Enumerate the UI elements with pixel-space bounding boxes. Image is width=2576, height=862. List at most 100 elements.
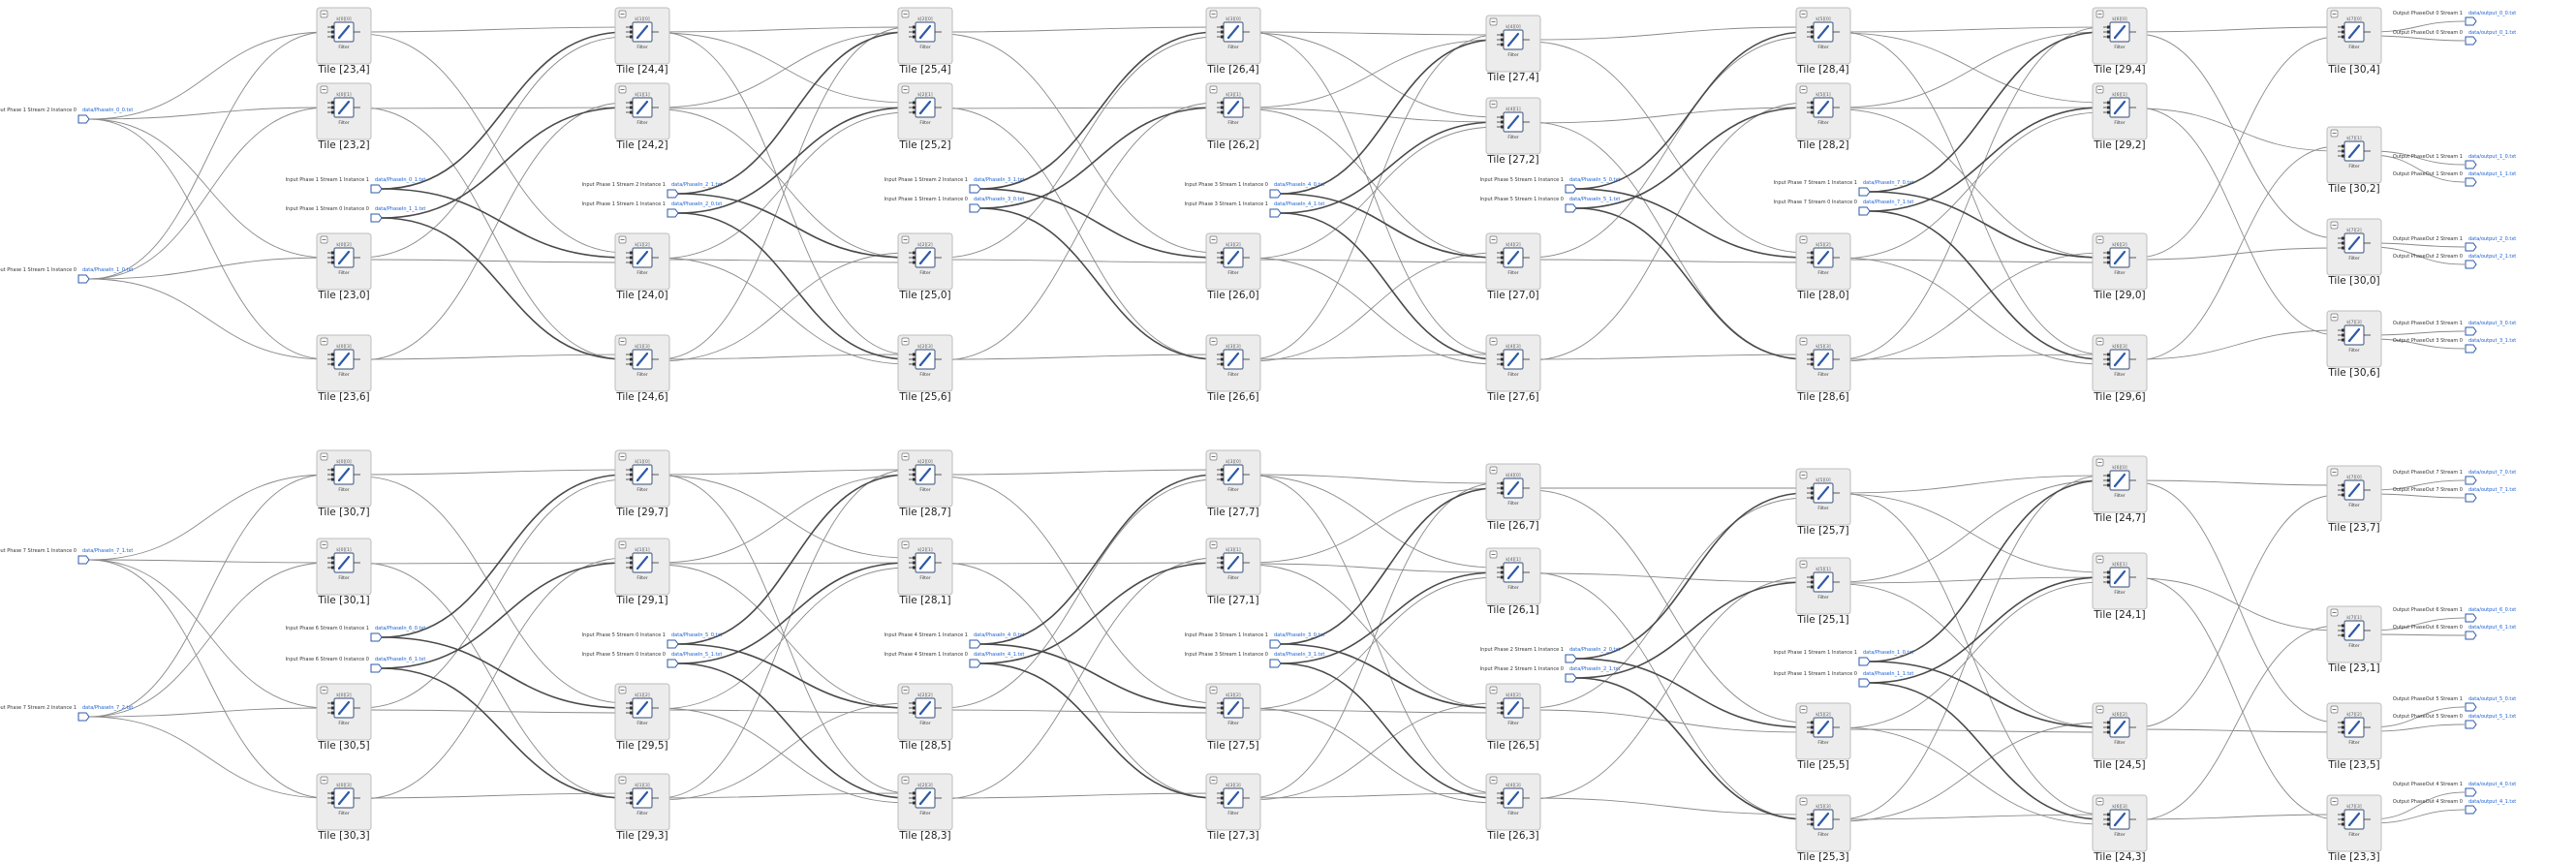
tile[interactable]: k[0][2]FilterTile [23,0] (316, 232, 372, 301)
input-port[interactable]: Input Phase 7 Stream 1 Instance 1data/Ph… (1774, 180, 1914, 197)
tile[interactable]: k[7][0]FilterTile [30,4] (2326, 7, 2382, 76)
output-port[interactable]: Output PhaseOut 1 Stream 0data/output_1_… (2393, 171, 2516, 187)
input-port[interactable]: Input Phase 1 Stream 1 Instance 0data/Ph… (0, 267, 133, 284)
input-port[interactable]: Input Phase 2 Stream 1 Instance 0data/Ph… (1480, 666, 1621, 683)
tile[interactable]: k[7][2]FilterTile [30,0] (2326, 218, 2382, 287)
tile[interactable]: k[2][0]FilterTile [25,4] (897, 7, 953, 76)
tile[interactable]: k[4][3]FilterTile [26,3] (1485, 773, 1541, 842)
output-port[interactable]: Output PhaseOut 4 Stream 0data/output_4_… (2393, 799, 2516, 815)
tile[interactable]: k[1][2]FilterTile [29,5] (614, 683, 670, 752)
output-port[interactable]: Output PhaseOut 7 Stream 0data/output_7_… (2393, 487, 2516, 503)
tile[interactable]: k[7][1]FilterTile [30,2] (2326, 126, 2382, 195)
tile[interactable]: k[4][2]FilterTile [26,5] (1485, 683, 1541, 752)
output-port[interactable]: Output PhaseOut 1 Stream 1data/output_1_… (2393, 154, 2516, 169)
output-port[interactable]: Output PhaseOut 3 Stream 0data/output_3_… (2393, 338, 2516, 354)
input-port[interactable]: Input Phase 2 Stream 1 Instance 1data/Ph… (1480, 647, 1621, 663)
output-port[interactable]: Output PhaseOut 0 Stream 0data/output_0_… (2393, 30, 2516, 46)
tile[interactable]: k[5][3]FilterTile [25,3] (1795, 794, 1851, 862)
input-port[interactable]: Input Phase 1 Stream 1 Instance 0data/Ph… (1774, 671, 1914, 688)
tile[interactable]: k[5][1]FilterTile [25,1] (1795, 557, 1851, 626)
input-port[interactable]: Input Phase 4 Stream 1 Instance 0data/Ph… (885, 652, 1025, 668)
tile[interactable]: k[1][2]FilterTile [24,0] (614, 232, 670, 301)
input-port[interactable]: Input Phase 4 Stream 1 Instance 1data/Ph… (885, 632, 1025, 649)
tile[interactable]: k[1][3]FilterTile [29,3] (614, 773, 670, 842)
input-port[interactable]: Input Phase 1 Stream 1 Instance 1data/Ph… (1774, 650, 1914, 666)
tile[interactable]: k[3][1]FilterTile [26,2] (1205, 82, 1261, 151)
tile[interactable]: k[7][0]FilterTile [23,7] (2326, 465, 2382, 534)
tile[interactable]: k[3][3]FilterTile [26,6] (1205, 334, 1261, 403)
input-port[interactable]: Input Phase 3 Stream 1 Instance 1data/Ph… (1185, 632, 1325, 649)
tile[interactable]: k[3][2]FilterTile [26,0] (1205, 232, 1261, 301)
output-port[interactable]: Output PhaseOut 4 Stream 1data/output_4_… (2393, 782, 2516, 797)
tile[interactable]: k[1][1]FilterTile [29,1] (614, 538, 670, 606)
tile[interactable]: k[2][0]FilterTile [28,7] (897, 449, 953, 518)
input-port[interactable]: Input Phase 5 Stream 0 Instance 0data/Ph… (582, 652, 723, 668)
input-port[interactable]: Input Phase 5 Stream 0 Instance 1data/Ph… (582, 632, 723, 649)
tile[interactable]: k[5][0]FilterTile [25,7] (1795, 468, 1851, 537)
tile[interactable]: k[0][1]FilterTile [23,2] (316, 82, 372, 151)
tile[interactable]: k[6][2]FilterTile [24,5] (2092, 702, 2148, 771)
tile[interactable]: k[0][0]FilterTile [30,7] (316, 449, 372, 518)
tile[interactable]: k[4][2]FilterTile [27,0] (1485, 232, 1541, 301)
tile[interactable]: k[7][1]FilterTile [23,1] (2326, 605, 2382, 674)
input-port[interactable]: Input Phase 3 Stream 1 Instance 0data/Ph… (1185, 182, 1325, 199)
tile[interactable]: k[3][3]FilterTile [27,3] (1205, 773, 1261, 842)
output-port[interactable]: Output PhaseOut 2 Stream 0data/output_2_… (2393, 254, 2516, 269)
tile[interactable]: k[7][3]FilterTile [23,3] (2326, 794, 2382, 862)
tile[interactable]: k[1][0]FilterTile [24,4] (614, 7, 670, 76)
tile[interactable]: k[6][0]FilterTile [29,4] (2092, 7, 2148, 76)
tile[interactable]: k[7][2]FilterTile [23,5] (2326, 702, 2382, 771)
input-port[interactable]: Input Phase 1 Stream 0 Instance 0data/Ph… (286, 206, 426, 223)
input-port[interactable]: Input Phase 1 Stream 1 Instance 0data/Ph… (885, 197, 1025, 213)
input-port[interactable]: Input Phase 6 Stream 0 Instance 1data/Ph… (286, 626, 426, 642)
tile[interactable]: k[6][0]FilterTile [24,7] (2092, 455, 2148, 524)
tile[interactable]: k[4][3]FilterTile [27,6] (1485, 334, 1541, 403)
output-port[interactable]: Output PhaseOut 3 Stream 1data/output_3_… (2393, 321, 2516, 336)
tile[interactable]: k[7][3]FilterTile [30,6] (2326, 310, 2382, 379)
tile[interactable]: k[6][1]FilterTile [29,2] (2092, 82, 2148, 151)
input-port[interactable]: Input Phase 6 Stream 0 Instance 0data/Ph… (286, 657, 426, 673)
input-port[interactable]: Input Phase 1 Stream 1 Instance 1data/Ph… (286, 177, 426, 194)
input-port[interactable]: Input Phase 7 Stream 1 Instance 0data/Ph… (0, 548, 133, 565)
tile[interactable]: k[3][0]FilterTile [26,4] (1205, 7, 1261, 76)
output-port[interactable]: Output PhaseOut 7 Stream 1data/output_7_… (2393, 470, 2516, 485)
output-port[interactable]: Output PhaseOut 6 Stream 1data/output_6_… (2393, 607, 2516, 623)
tile[interactable]: k[4][0]FilterTile [27,4] (1485, 15, 1541, 83)
input-port[interactable]: Input Phase 7 Stream 0 Instance 0data/Ph… (1774, 200, 1914, 216)
tile[interactable]: k[0][3]FilterTile [30,3] (316, 773, 372, 842)
tile[interactable]: k[5][3]FilterTile [28,6] (1795, 334, 1851, 403)
output-port[interactable]: Output PhaseOut 5 Stream 1data/output_5_… (2393, 696, 2516, 712)
tile[interactable]: k[5][1]FilterTile [28,2] (1795, 82, 1851, 151)
tile[interactable]: k[6][3]FilterTile [24,3] (2092, 794, 2148, 862)
tile[interactable]: k[5][2]FilterTile [25,5] (1795, 702, 1851, 771)
tile[interactable]: k[0][3]FilterTile [23,6] (316, 334, 372, 403)
input-port[interactable]: Input Phase 3 Stream 1 Instance 1data/Ph… (1185, 201, 1325, 218)
tile[interactable]: k[0][2]FilterTile [30,5] (316, 683, 372, 752)
input-port[interactable]: Input Phase 5 Stream 1 Instance 1data/Ph… (1480, 177, 1621, 194)
tile[interactable]: k[2][2]FilterTile [28,5] (897, 683, 953, 752)
tile[interactable]: k[3][2]FilterTile [27,5] (1205, 683, 1261, 752)
tile[interactable]: k[0][1]FilterTile [30,1] (316, 538, 372, 606)
input-port[interactable]: Input Phase 3 Stream 1 Instance 0data/Ph… (1185, 652, 1325, 668)
tile[interactable]: k[1][3]FilterTile [24,6] (614, 334, 670, 403)
tile[interactable]: k[4][1]FilterTile [27,2] (1485, 97, 1541, 166)
output-port[interactable]: Output PhaseOut 6 Stream 0data/output_6_… (2393, 625, 2516, 640)
output-port[interactable]: Output PhaseOut 5 Stream 0data/output_5_… (2393, 714, 2516, 729)
tile[interactable]: k[2][1]FilterTile [25,2] (897, 82, 953, 151)
input-port[interactable]: Input Phase 5 Stream 1 Instance 0data/Ph… (1480, 197, 1621, 213)
input-port[interactable]: Input Phase 1 Stream 2 Instance 0data/Ph… (0, 108, 133, 124)
input-port[interactable]: Input Phase 1 Stream 2 Instance 1data/Ph… (582, 182, 723, 199)
tile[interactable]: k[1][0]FilterTile [29,7] (614, 449, 670, 518)
tile[interactable]: k[6][3]FilterTile [29,6] (2092, 334, 2148, 403)
tile[interactable]: k[2][3]FilterTile [25,6] (897, 334, 953, 403)
tile[interactable]: k[6][1]FilterTile [24,1] (2092, 552, 2148, 621)
tile[interactable]: k[2][2]FilterTile [25,0] (897, 232, 953, 301)
tile[interactable]: k[5][2]FilterTile [28,0] (1795, 232, 1851, 301)
tile[interactable]: k[2][1]FilterTile [28,1] (897, 538, 953, 606)
tile[interactable]: k[1][1]FilterTile [24,2] (614, 82, 670, 151)
input-port[interactable]: Input Phase 1 Stream 1 Instance 1data/Ph… (582, 201, 723, 218)
tile[interactable]: k[4][0]FilterTile [26,7] (1485, 463, 1541, 532)
tile[interactable]: k[4][1]FilterTile [26,1] (1485, 547, 1541, 616)
output-port[interactable]: Output PhaseOut 0 Stream 1data/output_0_… (2393, 11, 2516, 26)
tile[interactable]: k[2][3]FilterTile [28,3] (897, 773, 953, 842)
